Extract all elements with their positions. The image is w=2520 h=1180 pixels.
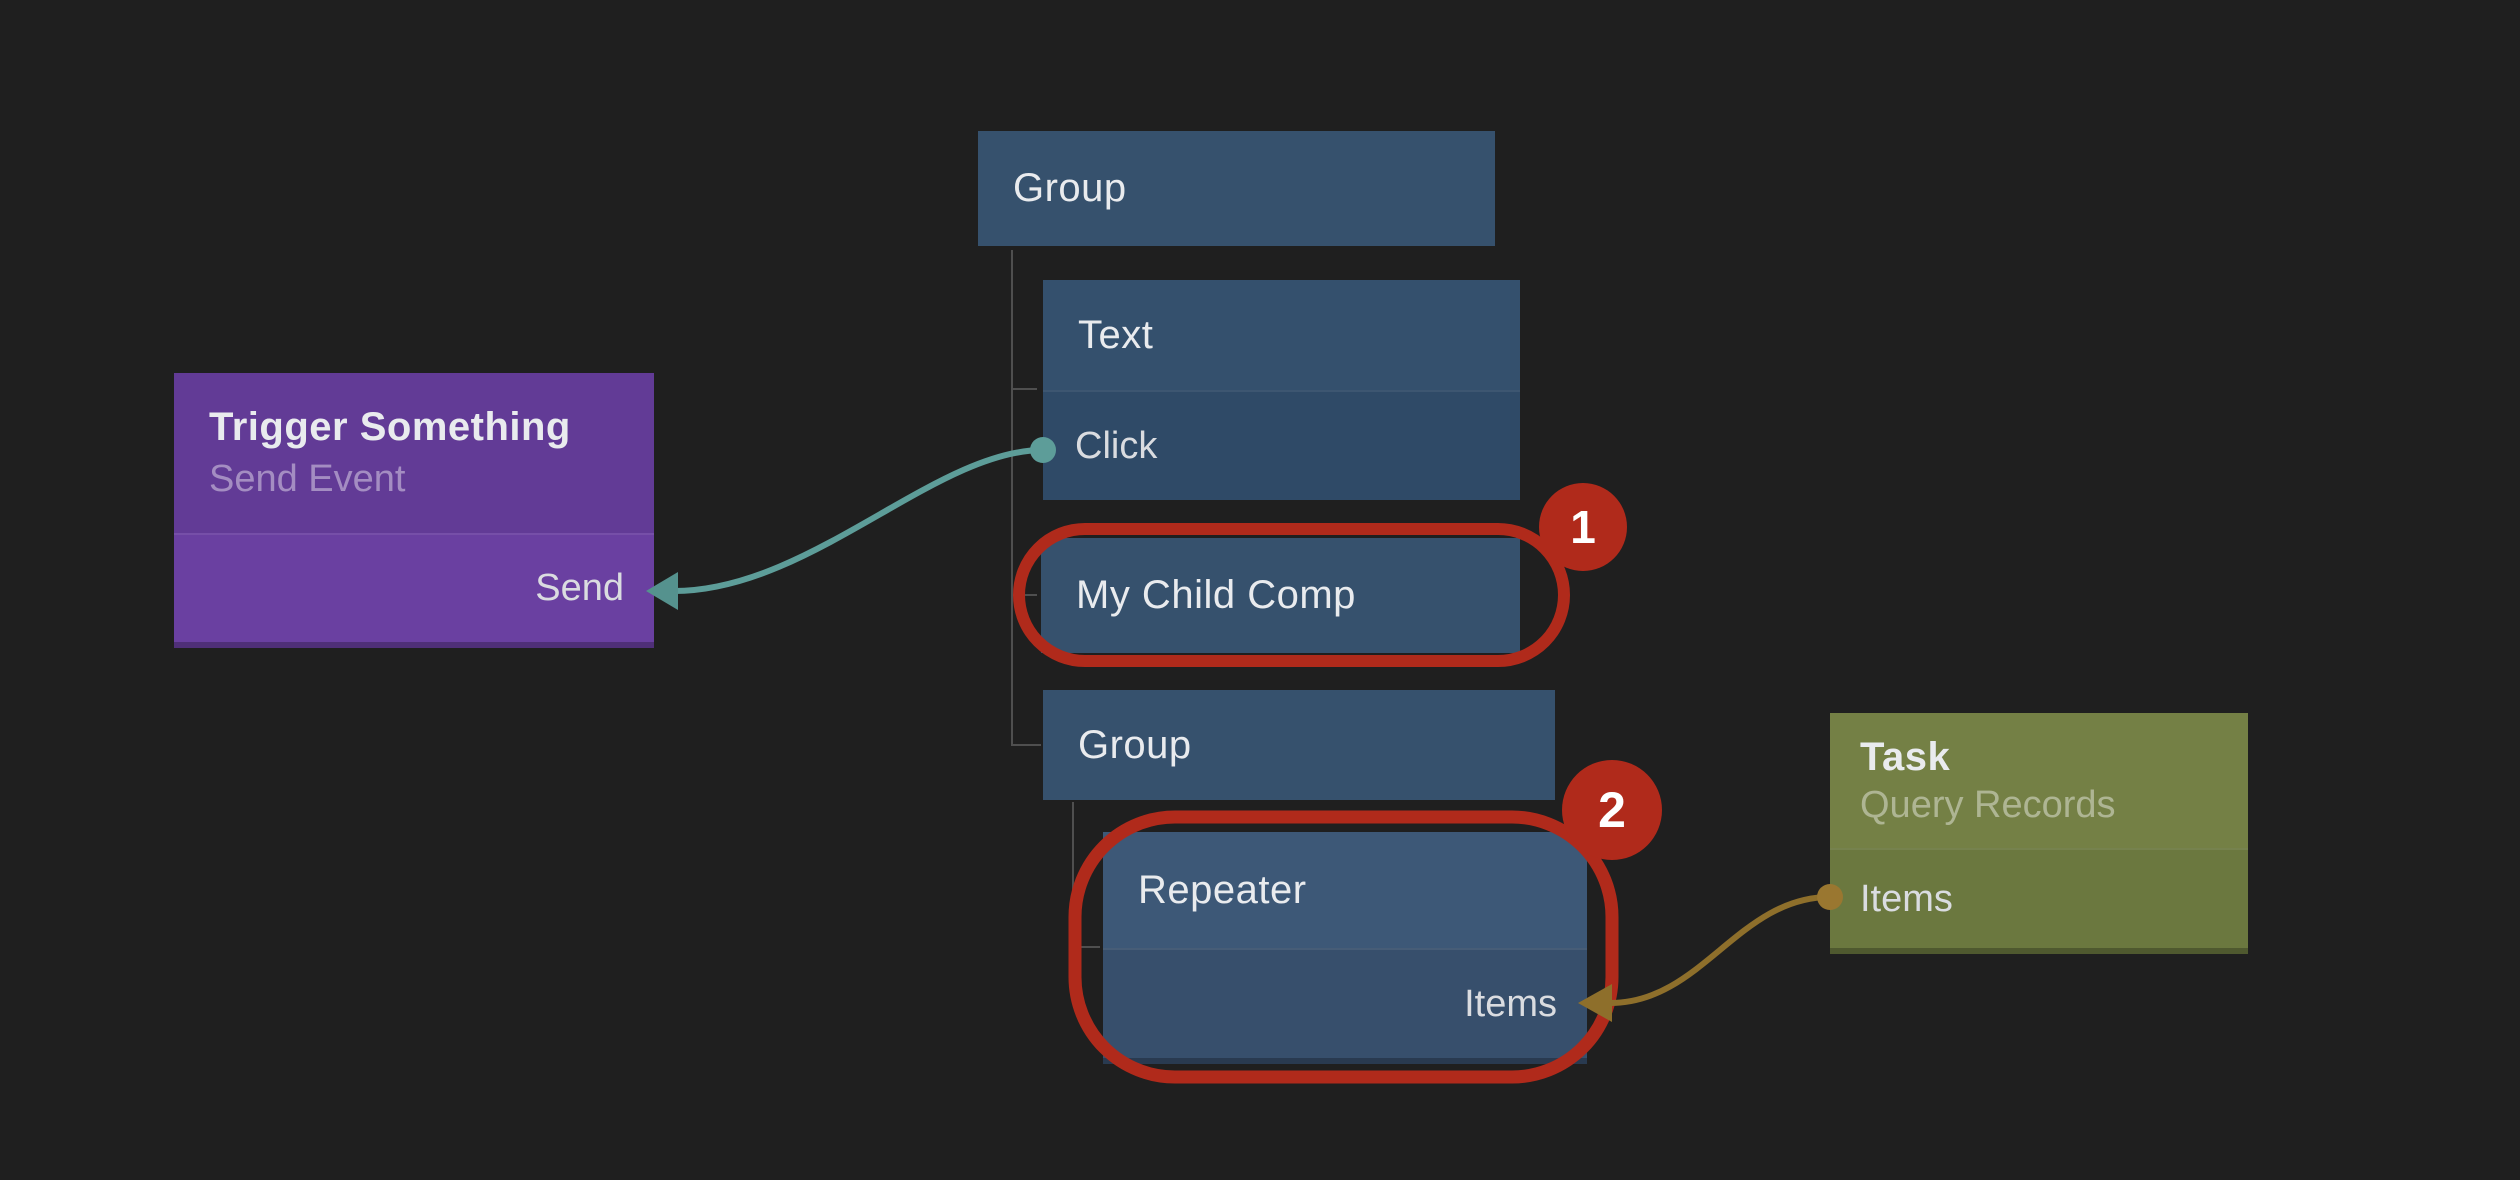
annotation-badge-2: 2 [1562, 760, 1662, 860]
node-title: Trigger Something [209, 405, 571, 449]
node-title: Repeater [1138, 867, 1307, 912]
tree-node-text[interactable]: Text Click [1043, 280, 1520, 500]
port-items-output[interactable]: Items [1860, 877, 1953, 920]
node-title: Group [1078, 722, 1192, 767]
node-task[interactable]: Task Query Records Items [1830, 713, 2248, 954]
annotation-badge-1: 1 [1539, 483, 1627, 571]
tree-node-group-2[interactable]: Group [1043, 690, 1555, 800]
connection-items-to-repeater[interactable] [1609, 894, 1831, 1006]
tree-node-group-root[interactable]: Group [978, 131, 1495, 246]
node-header: Repeater [1103, 832, 1587, 948]
node-header: Trigger Something Send Event [174, 373, 654, 533]
node-port-row: Click [1043, 390, 1520, 500]
node-header: Text [1043, 280, 1520, 390]
node-subtitle: Query Records [1860, 783, 2116, 826]
node-title: My Child Comp [1076, 573, 1356, 617]
node-subtitle: Send Event [209, 458, 406, 500]
port-send[interactable]: Send [535, 567, 624, 609]
port-click[interactable]: Click [1075, 424, 1158, 467]
node-title: Task [1860, 734, 1951, 779]
tree-connector-group2 [1072, 802, 1100, 948]
node-header: Task Query Records [1830, 713, 2248, 848]
tree-connector-root [1011, 250, 1041, 746]
node-title: Group [1013, 166, 1127, 210]
node-trigger-something[interactable]: Trigger Something Send Event Send [174, 373, 654, 648]
badge-number: 1 [1570, 501, 1596, 553]
tree-node-my-child-comp[interactable]: My Child Comp [1041, 538, 1520, 653]
tree-node-repeater[interactable]: Repeater Items [1103, 832, 1587, 1064]
badge-number: 2 [1598, 782, 1626, 838]
connection-click-to-send[interactable] [673, 447, 1044, 594]
node-port-row: Send [174, 533, 654, 648]
node-title: Text [1078, 312, 1154, 357]
node-port-row: Items [1830, 848, 2248, 954]
node-port-row: Items [1103, 948, 1587, 1064]
port-items-input[interactable]: Items [1464, 982, 1557, 1025]
